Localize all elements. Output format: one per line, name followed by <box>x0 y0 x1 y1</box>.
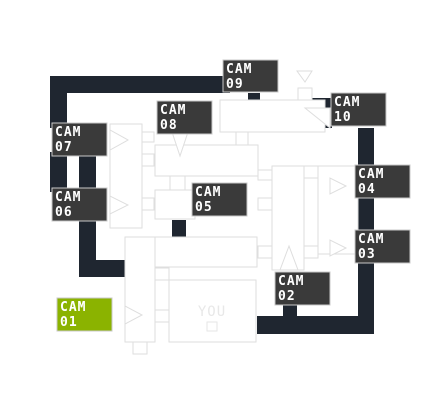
cam-01-label-line1: CAM <box>60 300 86 315</box>
cam-08-label-line2: 08 <box>160 118 178 133</box>
cam-09-label-line1: CAM <box>226 62 252 77</box>
cam-08-button-bg <box>156 100 213 135</box>
rooms <box>109 87 359 355</box>
cam-09-label-line2: 09 <box>226 77 244 92</box>
you-label: YOU <box>198 304 226 320</box>
cam-07-label-line2: 07 <box>55 140 73 155</box>
cam-01-button-bg <box>56 297 113 332</box>
cam-09-button-bg <box>222 59 279 93</box>
player-office: YOU <box>198 304 226 332</box>
office-door-marker <box>206 321 218 332</box>
cam-03-label-line2: 03 <box>358 247 376 262</box>
cam-06-button-bg <box>51 187 108 222</box>
cam-10-label-line1: CAM <box>334 95 360 110</box>
cam-10-button-bg <box>330 92 387 127</box>
cam-04-label-line2: 04 <box>358 182 376 197</box>
cam-02-label-line2: 02 <box>278 289 296 304</box>
cam-03-button-bg <box>354 229 411 264</box>
camera-buttons: CAM09CAM10CAM08CAM07CAM06CAM05CAM04CAM03… <box>51 59 411 332</box>
cam-04-button-bg <box>354 164 411 199</box>
cam-06-label-line2: 06 <box>55 205 73 220</box>
cam-07-label-line1: CAM <box>55 125 81 140</box>
camera-view-cones <box>109 70 348 325</box>
cam-05-label-line1: CAM <box>195 185 221 200</box>
cam-08-label-line1: CAM <box>160 103 186 118</box>
cam-04-label-line1: CAM <box>358 167 384 182</box>
cam-06-label-line1: CAM <box>55 190 81 205</box>
cam-03-label-line1: CAM <box>358 232 384 247</box>
cam-07-button-bg <box>51 122 108 157</box>
cam-05-button-bg <box>191 182 248 217</box>
cam-01-label-line2: 01 <box>60 315 78 330</box>
cam-10-label-line2: 10 <box>334 110 352 125</box>
cam-02-button-bg <box>274 271 331 306</box>
cam-02-label-line1: CAM <box>278 274 304 289</box>
cam-05-label-line2: 05 <box>195 200 213 215</box>
